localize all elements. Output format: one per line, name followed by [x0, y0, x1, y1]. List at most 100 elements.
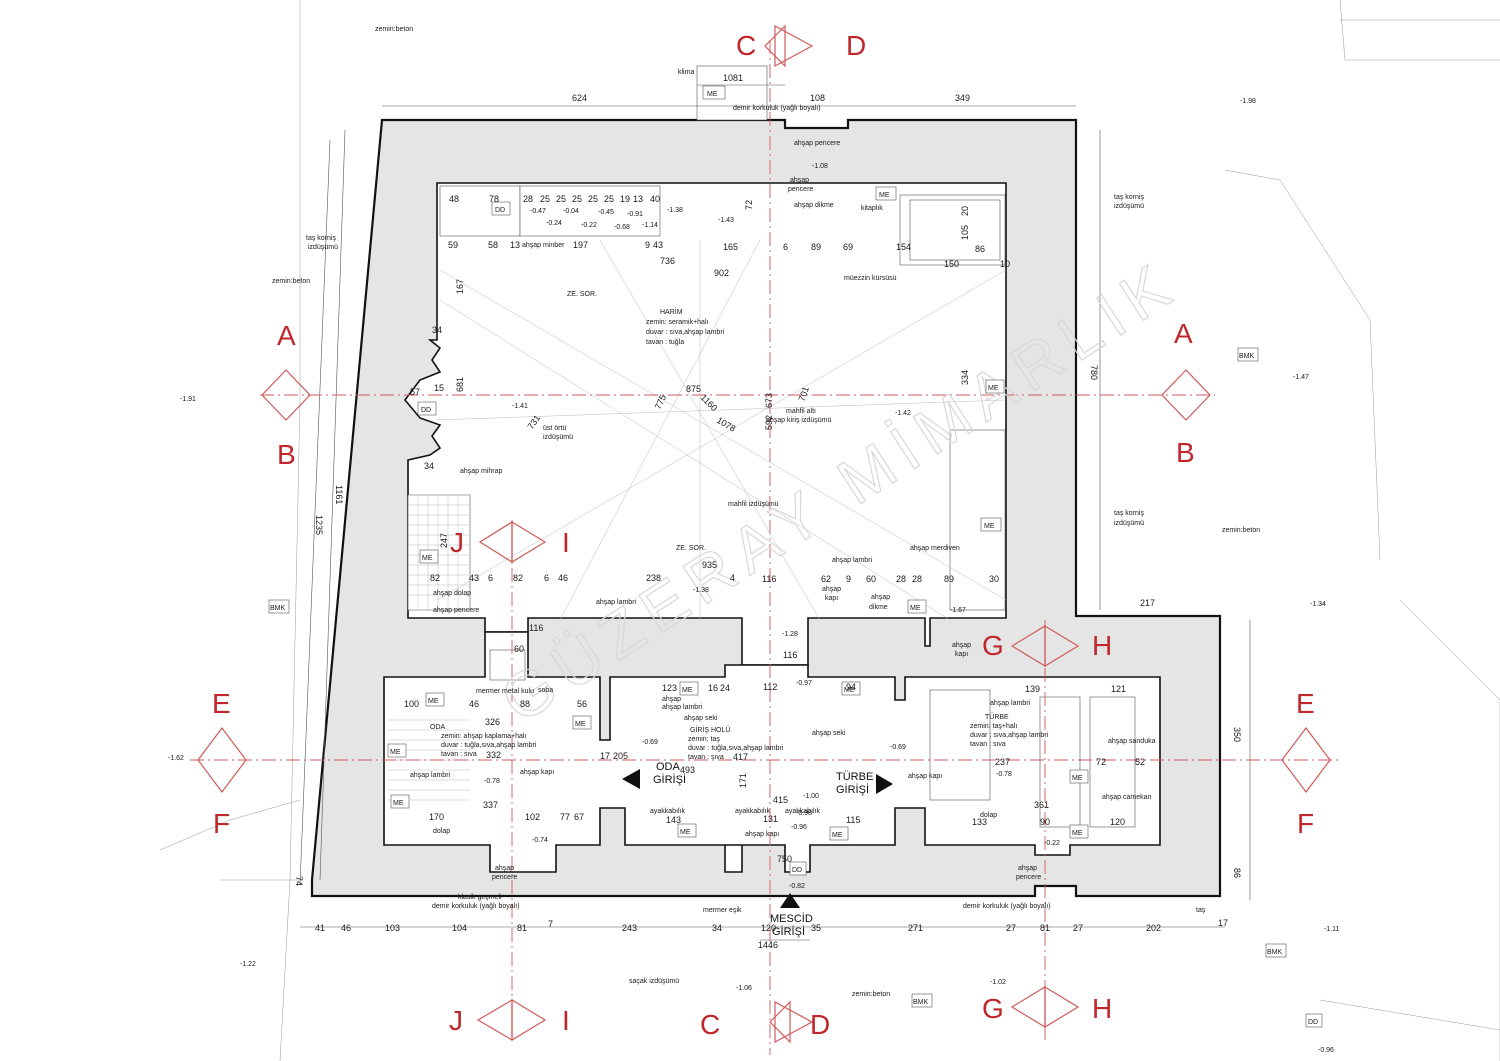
- pencere-top-1: ahşap pencere: [794, 140, 840, 147]
- level-marker: -0.68: [614, 224, 630, 231]
- mahfil-izdusumu: mahfil izdüşümü: [728, 501, 779, 508]
- section-label-b-left: B: [277, 439, 296, 470]
- section-label-a-left: A: [277, 320, 296, 351]
- dim-left: 74: [294, 876, 304, 886]
- level-marker: -0.22: [1044, 840, 1060, 847]
- dim-bottom-total: 1446: [758, 940, 778, 950]
- dim-right: 780: [1089, 365, 1099, 380]
- dim: 90: [1040, 817, 1050, 827]
- hol-wall: duvar : tuğla,sıva,ahşap lambri: [688, 745, 784, 752]
- dim: 112: [763, 682, 777, 692]
- level-marker: -0.04: [563, 208, 579, 215]
- kornis-right-1: taş korniş: [1114, 194, 1144, 201]
- dim: 361: [1034, 800, 1049, 810]
- ayakkabilik-1: ayakkabılık: [650, 808, 686, 815]
- level-marker: -1.91: [180, 396, 196, 403]
- dim: 592: [764, 415, 774, 430]
- interior-dimensions: 48 78 28 25 25 25 25 25 19 13 40 72 59 5…: [404, 194, 1145, 864]
- ust-ortu-1: üst örtü: [543, 425, 566, 432]
- dim: 102: [525, 812, 540, 822]
- section-arrows: [197, 24, 1331, 1044]
- minber-label: ahşap minber: [522, 242, 565, 249]
- dim-bottom: 27: [1073, 923, 1083, 933]
- dim: 493: [680, 765, 695, 775]
- ze-sor-1: ZE. SOR.: [567, 291, 597, 298]
- dim: 77: [560, 812, 570, 822]
- dim: 417: [733, 752, 748, 762]
- section-label-g-mid: G: [982, 630, 1004, 661]
- dim: 139: [1025, 684, 1040, 694]
- dim: 48: [449, 194, 459, 204]
- dd-tag: DD: [421, 407, 431, 414]
- dim-bottom: 271: [908, 923, 923, 933]
- level-markers: -1.98 -1.47 -1.91 -1.34 -1.62 -1.11 -1.2…: [168, 98, 1340, 1054]
- dim: 143: [666, 815, 681, 825]
- dim: 72: [1096, 757, 1106, 767]
- turbe-entrance-label-2: GİRİŞİ: [836, 783, 869, 796]
- dim: 60: [514, 644, 524, 654]
- dim: 123: [662, 683, 677, 693]
- section-label-i-bottom: I: [562, 1005, 570, 1036]
- me-tag: ME: [910, 605, 921, 612]
- dim: 28: [523, 194, 533, 204]
- dolap-turbe: dolap: [980, 812, 997, 819]
- dim: 69: [843, 242, 853, 252]
- dim: 25: [588, 194, 598, 204]
- dim-top: 624: [572, 93, 587, 103]
- pencere-top-3: pencere: [788, 186, 813, 193]
- me-tag: ME: [393, 800, 404, 807]
- section-label-a-right: A: [1174, 318, 1193, 349]
- kornis-left-2: izdüşümü: [308, 244, 338, 251]
- section-label-d-top: D: [846, 30, 866, 61]
- dim: 19: [620, 194, 630, 204]
- level-marker: -1.38: [693, 587, 709, 594]
- me-tag: ME: [844, 687, 855, 694]
- dim: 43: [469, 573, 479, 583]
- me-tag: ME: [879, 192, 890, 199]
- me-tag: ME: [390, 749, 401, 756]
- dim: 326: [485, 717, 500, 727]
- dikme-1b: dikme: [869, 604, 888, 611]
- dim-bottom: 35: [811, 923, 821, 933]
- level-marker: -1.42: [895, 410, 911, 417]
- bmk-tag: BMK: [913, 999, 929, 1006]
- level-marker: -0.98: [796, 810, 812, 817]
- klima-label: klima: [678, 69, 694, 76]
- level-marker: -1.02: [990, 979, 1006, 986]
- dim: 13: [633, 194, 643, 204]
- camekan-label: ahşap camekan: [1102, 794, 1152, 801]
- hol-floor: zemin: taş: [688, 736, 720, 743]
- level-marker: -0.69: [890, 744, 906, 751]
- level-marker: -0.45: [598, 209, 614, 216]
- tas-label: taş: [1196, 907, 1206, 914]
- dim: 165: [723, 242, 738, 252]
- level-marker: -1.22: [240, 961, 256, 968]
- oda-entrance-label-1: ODA: [656, 761, 681, 773]
- dim-bottom: 27: [1006, 923, 1016, 933]
- dim: 25: [540, 194, 550, 204]
- dolap-oda: dolap: [433, 828, 450, 835]
- harim-floor: zemin: seramik+halı: [646, 319, 708, 326]
- dim: 62: [821, 574, 831, 584]
- level-marker: -1.14: [642, 222, 658, 229]
- dim-bottom: 104: [452, 923, 467, 933]
- ayakkabilik-3: ayakkabılık: [785, 808, 821, 815]
- zemin-note-3: zemin:beton: [1222, 527, 1260, 534]
- mescid-entrance-label-2: GİRİŞİ: [772, 925, 805, 938]
- lambri-hol-1: ahşap seki: [684, 715, 718, 722]
- dim: 67: [574, 812, 584, 822]
- me-tag: ME: [984, 523, 995, 530]
- dim: 34: [432, 325, 442, 335]
- dim: 171: [738, 773, 748, 788]
- me-tag: ME: [1072, 775, 1083, 782]
- entrance-labels: ODA GİRİŞİ TÜRBE GİRİŞİ MESCİD GİRİŞİ: [653, 761, 873, 938]
- dim: 736: [660, 256, 675, 266]
- mahfil-alti-1: mahfil altı: [786, 408, 816, 415]
- dim: 100: [404, 699, 419, 709]
- dim: 4: [730, 573, 735, 583]
- dim: 89: [811, 242, 821, 252]
- dim: 78: [489, 194, 499, 204]
- dim: 15: [434, 383, 444, 393]
- harim-title: HARİM: [660, 307, 683, 316]
